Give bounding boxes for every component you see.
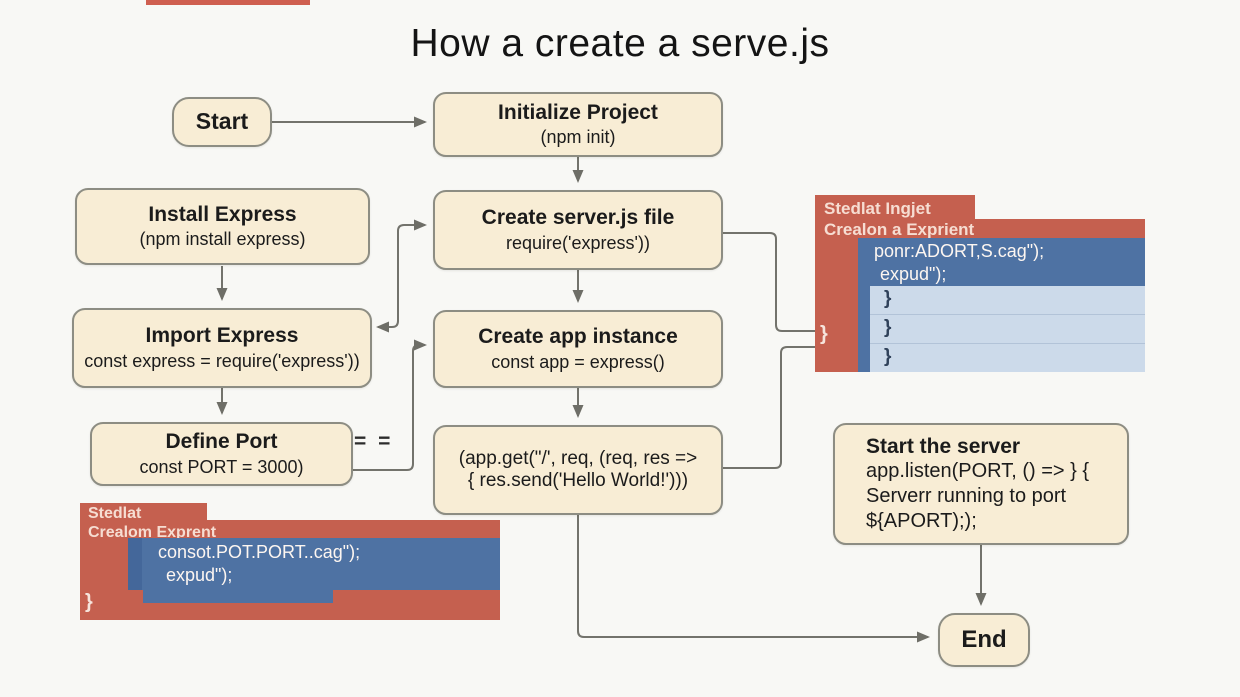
node-title: Create server.js file: [481, 206, 675, 229]
panel-header-line: Crealon a Exprient: [824, 220, 975, 239]
panel-side-brace: }: [85, 591, 93, 613]
panel-header-line: Stedlat Ingjet: [824, 199, 931, 218]
panel-code-line: ponr:ADORT,S.cag");: [874, 241, 1045, 261]
equals-annotation: = =: [354, 430, 394, 453]
panel-brace-row: }: [884, 346, 892, 367]
connector-import-create-server-double: [376, 219, 427, 333]
node-title: Define Port: [165, 430, 278, 453]
node-subtitle: const express = require('express')): [84, 350, 360, 371]
panel-header-line: Crealom Exprent: [88, 524, 217, 541]
node-subtitle: const PORT = 3000): [139, 456, 304, 477]
panel-left-stripe: [858, 286, 870, 372]
connector-define-port-to-app-instance: [353, 339, 427, 471]
panel-brace-row: }: [858, 315, 1145, 344]
node-title: Import Express: [145, 324, 299, 347]
node-title: Create app instance: [478, 325, 678, 348]
panel-code-line: expud");: [166, 565, 233, 585]
node-subtitle: (npm install express): [139, 229, 306, 250]
node-code-line: (app.get("/', req, (req, res =>: [458, 447, 698, 469]
connector-create-server-to-panel: [723, 232, 815, 332]
node-title: Initialize Project: [498, 100, 658, 124]
diagram-title: How a create a serve.js: [410, 22, 830, 65]
node-title: Install Express: [148, 202, 297, 226]
panel-brace-row: }: [858, 286, 1145, 315]
node-install-express: Install Express (npm install express): [75, 188, 370, 265]
node-end-label: End: [961, 625, 1007, 653]
panel-code-stub: [143, 590, 333, 603]
panel-code-line: expud");: [880, 264, 947, 284]
node-start-server: Start the server app.listen(PORT, () => …: [833, 423, 1129, 545]
node-define-port: Define Port const PORT = 3000): [90, 422, 353, 486]
panel-side-brace: }: [820, 323, 828, 345]
panel-tab: [815, 195, 975, 221]
node-code-line: { res.send('Hello World!'))): [467, 470, 689, 491]
node-code-line: ${APORT););: [866, 509, 977, 532]
node-create-app-instance: Create app instance const app = express(…: [433, 310, 723, 388]
node-end: End: [938, 613, 1030, 667]
top-edge-red-strip: [146, 0, 310, 5]
connector-route-to-panel: [723, 346, 815, 469]
node-subtitle: (npm init): [540, 127, 616, 148]
panel-code-block: ponr:ADORT,S.cag"); expud");: [858, 238, 1145, 286]
node-subtitle: require('express')): [506, 232, 650, 253]
code-panel-top-right: Stedlat Ingjet Crealon a Exprient ponr:A…: [815, 195, 1145, 372]
panel-tab: [80, 503, 207, 522]
node-code-line: Serverr running to port: [866, 485, 1067, 508]
panel-code-line: consot.POT.PORT..cag");: [158, 542, 361, 562]
node-start: Start: [172, 97, 272, 147]
node-initialize-project: Initialize Project (npm init): [433, 92, 723, 157]
node-create-serverjs: Create server.js file require('express')…: [433, 190, 723, 270]
node-import-express: Import Express const express = require('…: [72, 308, 372, 388]
connector-route-to-end: [577, 515, 930, 643]
node-subtitle: const app = express(): [491, 351, 665, 372]
panel-header-line: Stedlat: [88, 505, 142, 522]
node-route-handler: (app.get("/', req, (req, res => { res.se…: [433, 425, 723, 515]
code-panel-bottom-left: Stedlat Crealom Exprent consot.POT.PORT.…: [80, 503, 500, 620]
node-start-label: Start: [195, 108, 249, 135]
panel-code-block: consot.POT.PORT..cag"); expud");: [128, 538, 500, 590]
node-code-line: app.listen(PORT, () => } {: [866, 460, 1090, 483]
node-title: Start the server: [866, 434, 1021, 458]
panel-left-stripe: [128, 538, 142, 590]
panel-brace-rows: } } }: [858, 286, 1145, 372]
